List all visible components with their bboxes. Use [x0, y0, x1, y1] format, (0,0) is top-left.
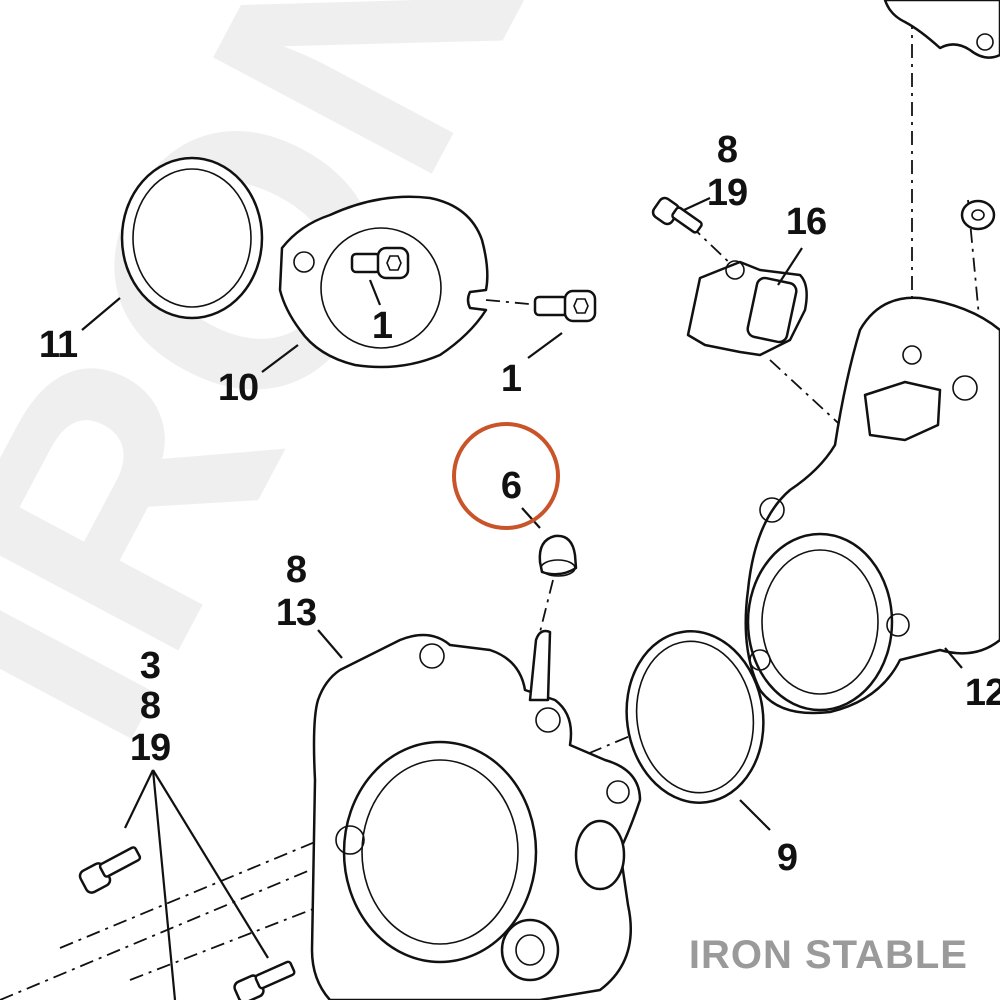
- part-3-bolt-bottom: [233, 960, 296, 1000]
- callout-16: 16: [786, 201, 826, 243]
- throttle-bore-flange: [342, 740, 538, 964]
- manifold-flange: [746, 532, 894, 712]
- throttle-bore: [361, 759, 519, 945]
- manifold-hole-1: [759, 497, 785, 523]
- bolt-bottom-shank: [254, 960, 296, 990]
- leader-10: [261, 344, 299, 373]
- manifold-connector: [863, 380, 942, 442]
- throttle-hole-4: [335, 825, 365, 855]
- callout-8c: 8: [140, 685, 160, 727]
- cap-body: [538, 534, 578, 576]
- o-ring-inner: [132, 168, 252, 308]
- part-1-bolt-a: [350, 246, 410, 280]
- sensor-connector: [746, 276, 798, 344]
- part-9-gasket-ring: [625, 630, 765, 804]
- centerline-sensor-16: [769, 359, 863, 446]
- gasket-bolt-hole: [293, 251, 315, 273]
- callout-6: 6: [501, 465, 521, 507]
- o-ring-outer: [120, 156, 264, 320]
- callouts: 11 10 1 1 8 19 16 6 8 13 3 8 19 9 12: [39, 129, 1000, 879]
- callout-8a: 8: [717, 129, 737, 171]
- throttle-hole-3: [606, 780, 630, 804]
- bolt-a-hex: [386, 255, 402, 271]
- bolt-a-shank: [350, 252, 382, 274]
- gasket-plate-outline: [278, 195, 489, 369]
- part-13-throttle-body: [310, 629, 642, 1000]
- bracket-hole: [976, 33, 994, 51]
- leader-19b-c: [151, 769, 177, 1000]
- bolt-b-shank: [533, 295, 569, 317]
- throttle-hole-1: [419, 643, 445, 669]
- part-6-cap: [538, 534, 578, 577]
- callout-1b: 1: [501, 358, 522, 400]
- leader-6: [521, 507, 541, 529]
- washer-small: [960, 199, 996, 231]
- screw-upper-shank: [671, 206, 703, 234]
- bolt-left-shank: [98, 846, 142, 878]
- callout-19b: 19: [130, 727, 170, 769]
- sensor-mount-hole: [725, 260, 745, 280]
- leader-1b: [527, 332, 563, 359]
- part-19-screw-upper: [651, 196, 703, 234]
- leader-19a: [683, 197, 711, 211]
- callout-1a: 1: [372, 305, 393, 347]
- callout-3: 3: [140, 645, 160, 687]
- gasket-bore: [320, 227, 442, 349]
- centerline-cap-6: [539, 579, 554, 633]
- leader-19b-b: [152, 769, 269, 959]
- bolt-a-head: [376, 246, 410, 280]
- leader-lines: [81, 197, 963, 1000]
- manifold-hole-2: [749, 649, 771, 671]
- callout-19a: 19: [707, 172, 747, 214]
- part-16-sensor: [686, 260, 808, 357]
- leader-9: [739, 799, 771, 831]
- part-3-bolt-left: [78, 846, 142, 894]
- part-1-bolt-b: [533, 289, 597, 323]
- leader-16: [777, 247, 803, 286]
- callout-10: 10: [218, 367, 258, 409]
- callout-8b: 8: [286, 549, 306, 591]
- leader-1a: [368, 279, 382, 306]
- callout-13: 13: [276, 592, 316, 634]
- part-10-gasket-plate: [278, 195, 489, 369]
- manifold-top-hole: [902, 345, 922, 365]
- callout-12: 12: [965, 672, 1000, 714]
- manifold-hole-3: [886, 613, 910, 637]
- throttle-nipple: [528, 629, 552, 702]
- throttle-hole-2: [535, 707, 561, 733]
- washer-outer: [960, 199, 996, 231]
- part-12-manifold: [744, 296, 1000, 715]
- bolt-b-head: [563, 289, 597, 323]
- callout-11: 11: [39, 324, 78, 366]
- throttle-spigot: [574, 819, 626, 891]
- cap-rim: [540, 559, 576, 577]
- callout-9: 9: [777, 837, 797, 879]
- gasket-ring-outer: [625, 630, 765, 804]
- bracket-outline: [883, 0, 1000, 59]
- highlight-circle: [452, 422, 560, 530]
- part-11-o-ring: [120, 156, 264, 320]
- bolt-b-hex: [573, 298, 589, 314]
- leader-11: [81, 297, 121, 331]
- manifold-boss: [952, 375, 978, 401]
- leader-19b-a: [124, 769, 154, 829]
- upper-right-bracket: [883, 0, 1000, 59]
- leader-13: [317, 629, 343, 659]
- gasket-ring-inner: [635, 640, 755, 794]
- centerline-bolt-1b: [485, 299, 541, 306]
- manifold-bore: [761, 549, 879, 695]
- washer-inner: [971, 209, 985, 221]
- throttle-motor-center: [515, 934, 545, 966]
- throttle-motor-boss: [500, 918, 560, 982]
- leader-12: [944, 647, 963, 669]
- brand-logo: IRON STABLE: [689, 933, 968, 977]
